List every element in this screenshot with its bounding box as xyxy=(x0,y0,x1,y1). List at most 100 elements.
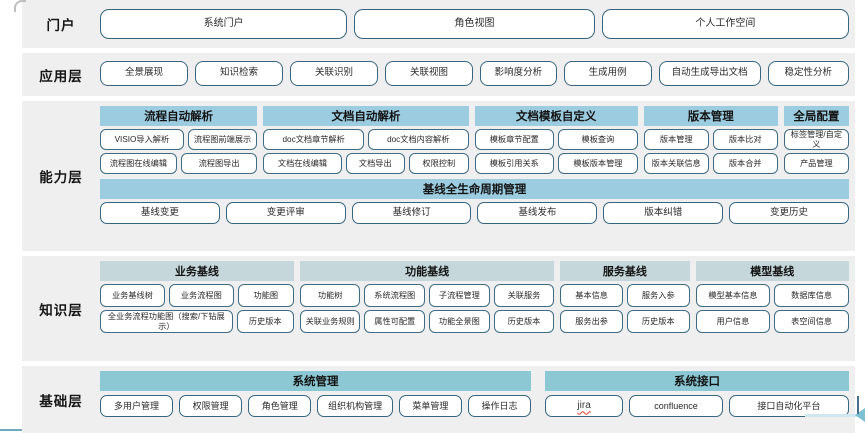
baseline-lifecycle-button[interactable]: 变更历史 xyxy=(729,202,849,224)
capability-group-header: 全局配置 xyxy=(783,106,849,126)
knowledge-item[interactable]: 关联服务 xyxy=(493,284,555,307)
capability-item[interactable]: 权限控制 xyxy=(409,153,469,174)
capability-group-header: 流程自动解析 xyxy=(100,106,258,126)
application-button[interactable]: 全景展现 xyxy=(100,61,189,86)
knowledge-item-label: 关联服务 xyxy=(507,290,541,300)
capability-item-label: 版本合并 xyxy=(728,158,762,168)
foundation-item[interactable]: 组织机构管理 xyxy=(317,395,393,417)
baseline-lifecycle-button-row: 基线变更变更评审基线修订基线发布版本纠错 变更历史 xyxy=(100,202,849,224)
capability-item[interactable]: doc文档章节解析 xyxy=(263,129,364,150)
foundation-item[interactable]: 操作日志 xyxy=(467,395,532,417)
layer-label-foundation: 基础层 xyxy=(39,393,83,409)
knowledge-item-label: 历史版本 xyxy=(507,316,541,326)
capability-item[interactable]: VISIO导入解析 xyxy=(100,129,184,150)
knowledge-item-line: 服务出参 历史版本 xyxy=(560,310,690,333)
capability-item-line: 产品管理 xyxy=(783,153,849,174)
foundation-item-label: 菜单管理 xyxy=(412,400,449,411)
capability-item[interactable]: 模板引用关系 xyxy=(474,153,555,174)
foundation-item[interactable]: 角色管理 xyxy=(248,395,312,417)
capability-item[interactable]: 版本关联信息 xyxy=(643,153,709,174)
foundation-item[interactable]: 多用户管理 xyxy=(100,395,174,417)
knowledge-group-header: 模型基线 xyxy=(695,261,849,281)
baseline-lifecycle-button[interactable]: 变更评审 xyxy=(225,202,346,224)
application-button[interactable]: 影响度分析 xyxy=(480,61,557,86)
portal-button[interactable]: 角色视图 xyxy=(354,9,595,39)
baseline-lifecycle-button-label: 变更历史 xyxy=(770,206,809,218)
application-button[interactable]: 稳定性分析 xyxy=(767,61,850,86)
capability-item[interactable]: 模板查询 xyxy=(558,129,638,150)
application-button[interactable]: 关联识别 xyxy=(290,61,379,86)
capability-item[interactable]: 文档导出 xyxy=(345,153,406,174)
foundation-item[interactable]: 权限管理 xyxy=(179,395,243,417)
knowledge-item[interactable]: 子流程管理 xyxy=(429,284,490,307)
capability-item-line: 模板章节配置模板查询 xyxy=(474,129,638,150)
capability-item[interactable]: doc文档内容解析 xyxy=(367,129,469,150)
baseline-lifecycle-button[interactable]: 基线变更 xyxy=(100,202,220,224)
knowledge-item[interactable]: 关联业务规则 xyxy=(299,310,361,333)
capability-item[interactable]: 模板版本管理 xyxy=(558,153,638,174)
knowledge-item[interactable]: 功能全景图 xyxy=(429,310,490,333)
capability-item[interactable]: 产品管理 xyxy=(783,153,849,174)
foundation-item-label: 角色管理 xyxy=(261,400,298,411)
foundation-item-label: 操作日志 xyxy=(481,400,518,411)
application-button[interactable]: 知识检索 xyxy=(195,61,284,86)
knowledge-item[interactable]: 属性可配置 xyxy=(364,310,426,333)
baseline-lifecycle-button[interactable]: 基线修订 xyxy=(351,202,472,224)
capability-item[interactable]: 模板章节配置 xyxy=(474,129,555,150)
capability-item-rows: 版本管理 版本比对版本关联信息 版本合并 xyxy=(643,129,778,174)
knowledge-item[interactable]: 系统流程图 xyxy=(364,284,426,307)
portal-button[interactable]: 个人工作空间 xyxy=(601,9,849,39)
knowledge-item[interactable]: 表空间信息 xyxy=(774,310,849,333)
knowledge-item[interactable]: 服务入参 xyxy=(626,284,690,307)
knowledge-item[interactable]: 功能图 xyxy=(237,284,294,307)
knowledge-item-label: 服务出参 xyxy=(575,316,608,326)
capability-item-label: 权限控制 xyxy=(422,158,456,168)
capability-item[interactable]: 标签管理/自定义 xyxy=(783,129,849,150)
foundation-item[interactable]: 菜单管理 xyxy=(398,395,462,417)
foundation-item[interactable]: confluence xyxy=(629,395,723,417)
knowledge-item[interactable]: 全业务流程功能图（搜索/下钻展示） xyxy=(100,310,233,333)
capability-item-label: 文档导出 xyxy=(358,158,392,168)
capability-item[interactable]: 文档在线编辑 xyxy=(263,153,342,174)
knowledge-item[interactable]: 历史版本 xyxy=(236,310,294,333)
knowledge-item[interactable]: 用户信息 xyxy=(695,310,771,333)
capability-item-rows: 模板章节配置模板查询模板引用关系模板版本管理 xyxy=(474,129,638,174)
knowledge-item[interactable]: 服务出参 xyxy=(560,310,623,333)
knowledge-item[interactable]: 业务流程图 xyxy=(168,284,234,307)
knowledge-group: 模型基线模型基本信息数据库信息用户信息表空间信息 xyxy=(695,261,849,333)
knowledge-item[interactable]: 功能树 xyxy=(299,284,361,307)
foundation-item[interactable]: jira xyxy=(545,395,624,417)
foundation-item-label: 接口自动化平台 xyxy=(757,400,821,411)
capability-item[interactable]: 版本比对 xyxy=(712,129,778,150)
capability-item[interactable]: 流程图在线编辑 xyxy=(100,153,177,174)
capability-group-header: 版本管理 xyxy=(643,106,778,126)
layer-application: 应用层 全景展现知识检索关联识别关联视图影响度分析生成用例自动生成导出文档稳定性… xyxy=(22,53,855,96)
portal-button[interactable]: 系统门户 xyxy=(100,9,348,39)
foundation-item[interactable]: 接口自动化平台 xyxy=(728,395,849,417)
capability-item[interactable]: 流程图前端展示 xyxy=(187,129,258,150)
capability-item[interactable]: 版本合并 xyxy=(712,153,778,174)
application-button[interactable]: 生成用例 xyxy=(563,61,652,86)
knowledge-item[interactable]: 历史版本 xyxy=(493,310,555,333)
capability-item[interactable]: 版本管理 xyxy=(643,129,709,150)
application-button[interactable]: 自动生成导出文档 xyxy=(658,61,761,86)
knowledge-item[interactable]: 数据库信息 xyxy=(774,284,849,307)
capability-item[interactable]: 流程图导出 xyxy=(180,153,258,174)
knowledge-item-line: 业务基线树业务流程图功能图 xyxy=(100,284,294,307)
knowledge-item-label: 全业务流程功能图（搜索/下钻展示） xyxy=(107,312,225,331)
baseline-lifecycle-button[interactable]: 基线发布 xyxy=(477,202,598,224)
capability-item-label: 版本管理 xyxy=(659,134,693,144)
knowledge-item[interactable]: 业务基线树 xyxy=(100,284,165,307)
capability-item-rows: VISIO导入解析流程图前端展示流程图在线编辑流程图导出 xyxy=(100,129,258,174)
application-button[interactable]: 关联视图 xyxy=(385,61,474,86)
knowledge-item[interactable]: 基本信息 xyxy=(560,284,623,307)
baseline-lifecycle-header: 基线全生命周期管理 xyxy=(100,179,849,199)
knowledge-item[interactable]: 模型基本信息 xyxy=(695,284,771,307)
baseline-lifecycle-button[interactable]: 版本纠错 xyxy=(603,202,724,224)
knowledge-item-line: 基本信息服务入参 xyxy=(560,284,690,307)
knowledge-item[interactable]: 历史版本 xyxy=(626,310,690,333)
